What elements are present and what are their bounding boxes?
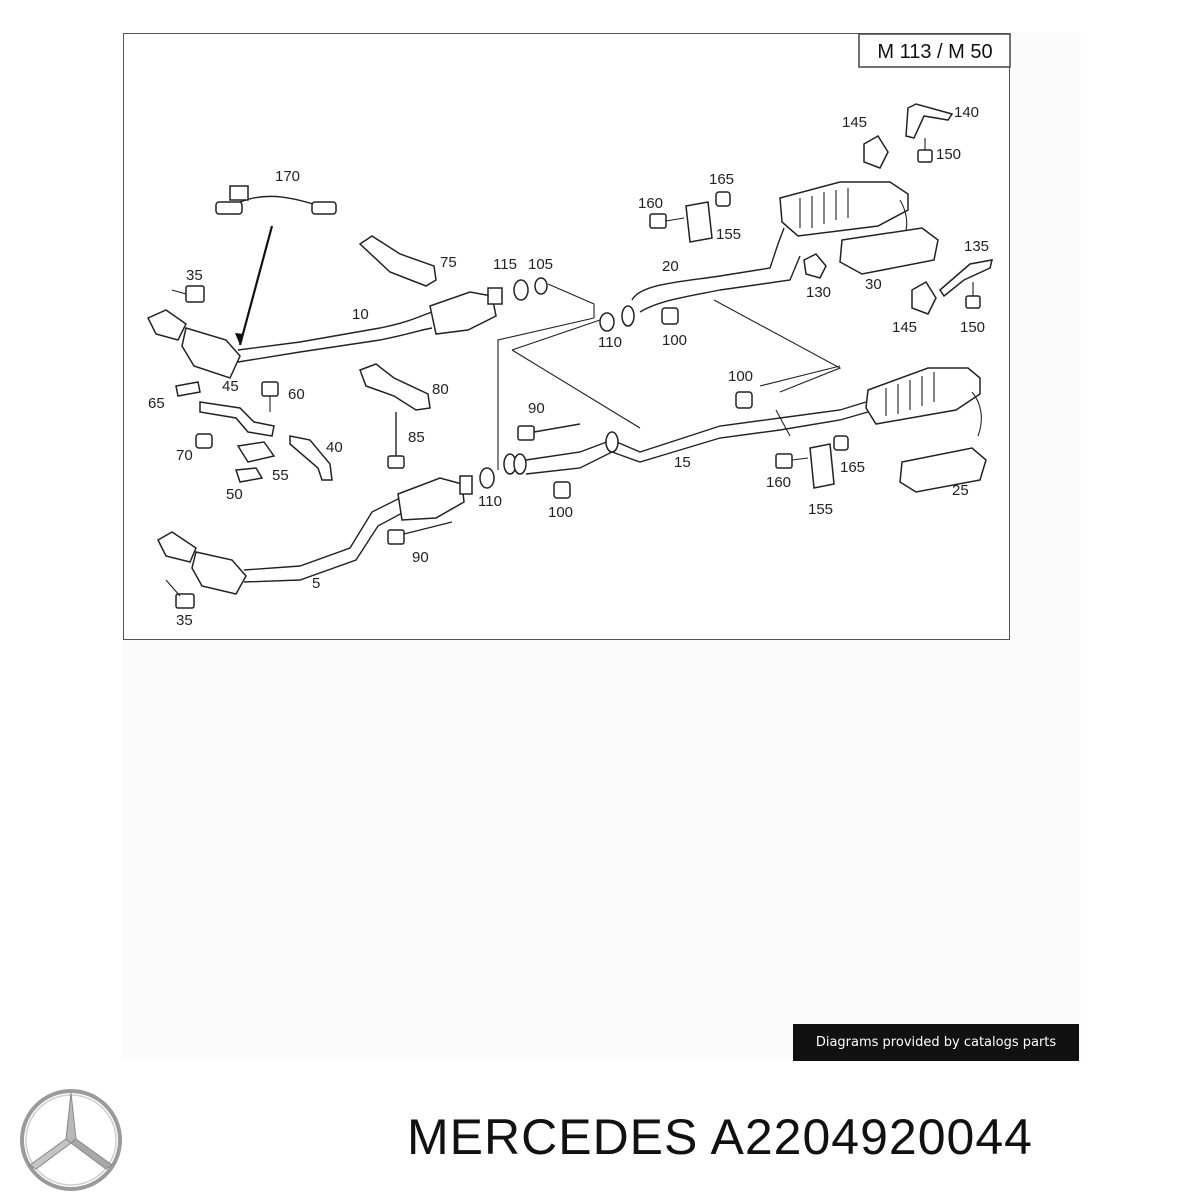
bolt-60-part [261, 381, 279, 412]
callout-90-upper: 90 [528, 400, 545, 417]
callout-150-upper: 150 [936, 146, 961, 163]
middle-pipe-20 [631, 181, 939, 313]
bracket-75-part [358, 235, 437, 287]
callout-105: 105 [528, 256, 553, 273]
nut-100-lower-part [553, 481, 571, 499]
callout-145-lower: 145 [892, 319, 917, 336]
callout-60: 60 [288, 386, 305, 403]
bolt-90-upper-part [517, 423, 581, 441]
callout-110-upper: 110 [598, 334, 622, 351]
callout-30: 30 [865, 276, 882, 293]
clamp-65-part [175, 381, 201, 397]
nut-165-lower-part [833, 435, 849, 451]
clamp-50-part [234, 467, 264, 483]
seal-110-lower-part [479, 467, 495, 489]
callout-155-lower: 155 [808, 501, 833, 518]
callout-35-upper: 35 [186, 267, 203, 284]
callout-165-upper: 165 [709, 171, 734, 188]
callout-100-middle: 100 [728, 368, 753, 385]
part-number: A2204920044 [710, 1109, 1033, 1165]
callout-80: 80 [432, 381, 449, 398]
hanger-155-lower-part [809, 443, 835, 489]
callout-5: 5 [312, 575, 320, 592]
callout-55: 55 [272, 467, 289, 484]
model-label: M 113 / M 50 [877, 41, 992, 63]
front-pipe-upper [146, 287, 503, 379]
callout-150-lower: 150 [960, 319, 985, 336]
callout-65: 65 [148, 395, 165, 412]
callout-40: 40 [326, 439, 343, 456]
bolt-85-part [387, 412, 405, 469]
nut-70-part [195, 433, 213, 449]
front-pipe-lower [157, 475, 473, 595]
callout-160-upper: 160 [638, 195, 663, 212]
bracket-40-part [289, 435, 333, 481]
callout-75: 75 [440, 254, 457, 271]
leader-lines [497, 283, 842, 470]
bracket-140-part [905, 103, 954, 139]
hanger-145-lower-part [911, 280, 937, 315]
callout-110-lower: 110 [478, 493, 502, 510]
plate-55-part [236, 441, 276, 463]
callout-155-upper: 155 [716, 226, 741, 243]
bolt-150-upper-part [917, 138, 933, 163]
callout-140: 140 [954, 104, 979, 121]
mercedes-star-icon [20, 1089, 122, 1191]
callout-100-upper: 100 [662, 332, 687, 349]
bracket-45-part [199, 401, 275, 437]
callout-20: 20 [662, 258, 679, 275]
clip-130-part [803, 253, 827, 279]
callout-115: 115 [493, 256, 517, 273]
callout-165-lower: 165 [840, 459, 865, 476]
bracket-135-part [939, 259, 994, 298]
seal-110-upper-part [599, 312, 615, 332]
callout-25: 25 [952, 482, 969, 499]
callout-90-lower: 90 [412, 549, 429, 566]
hanger-145-upper-part [863, 134, 889, 169]
bolt-90-lower-part [387, 521, 453, 545]
hanger-155-upper-part [685, 201, 713, 243]
y-pipe-15 [503, 401, 869, 475]
oxygen-sensor-part [215, 185, 337, 346]
diagram-frame [123, 33, 1010, 640]
seal-105-part [534, 277, 548, 295]
callout-160-lower: 160 [766, 474, 791, 491]
brand-name: MERCEDES [407, 1109, 699, 1165]
callout-35-lower: 35 [176, 612, 193, 629]
callout-50: 50 [226, 486, 243, 503]
rear-muffler-lower [865, 367, 987, 493]
flange-upper-part [621, 305, 635, 327]
callout-85: 85 [408, 429, 425, 446]
bolt-35-upper-part [171, 285, 205, 303]
callout-145-upper: 145 [842, 114, 867, 131]
callout-130: 130 [806, 284, 831, 301]
callout-100-lower: 100 [548, 504, 573, 521]
nut-100-middle-part [735, 391, 753, 409]
part-title: MERCEDES A2204920044 [407, 1108, 1033, 1166]
callout-labels: 170 35 75 10 115 105 160 165 155 145 140… [148, 104, 989, 629]
nut-165-upper-part [715, 191, 731, 207]
bolt-160-lower-part [775, 453, 809, 469]
bolt-150-lower-part [965, 282, 981, 309]
callout-45: 45 [222, 378, 239, 395]
seal-115-part [513, 279, 529, 301]
bolt-35-lower-part [165, 579, 195, 609]
callout-70: 70 [176, 447, 193, 464]
diagram-caption: Diagrams provided by catalogs parts [793, 1024, 1079, 1061]
nut-100-upper-part [661, 307, 679, 325]
callout-15: 15 [674, 454, 691, 471]
callout-10: 10 [352, 306, 369, 323]
callout-170: 170 [275, 168, 300, 185]
bracket-80-part [359, 363, 431, 411]
model-label-box: M 113 / M 50 [858, 33, 1011, 68]
bolt-160-upper-part [649, 213, 685, 229]
callout-135: 135 [964, 238, 989, 255]
